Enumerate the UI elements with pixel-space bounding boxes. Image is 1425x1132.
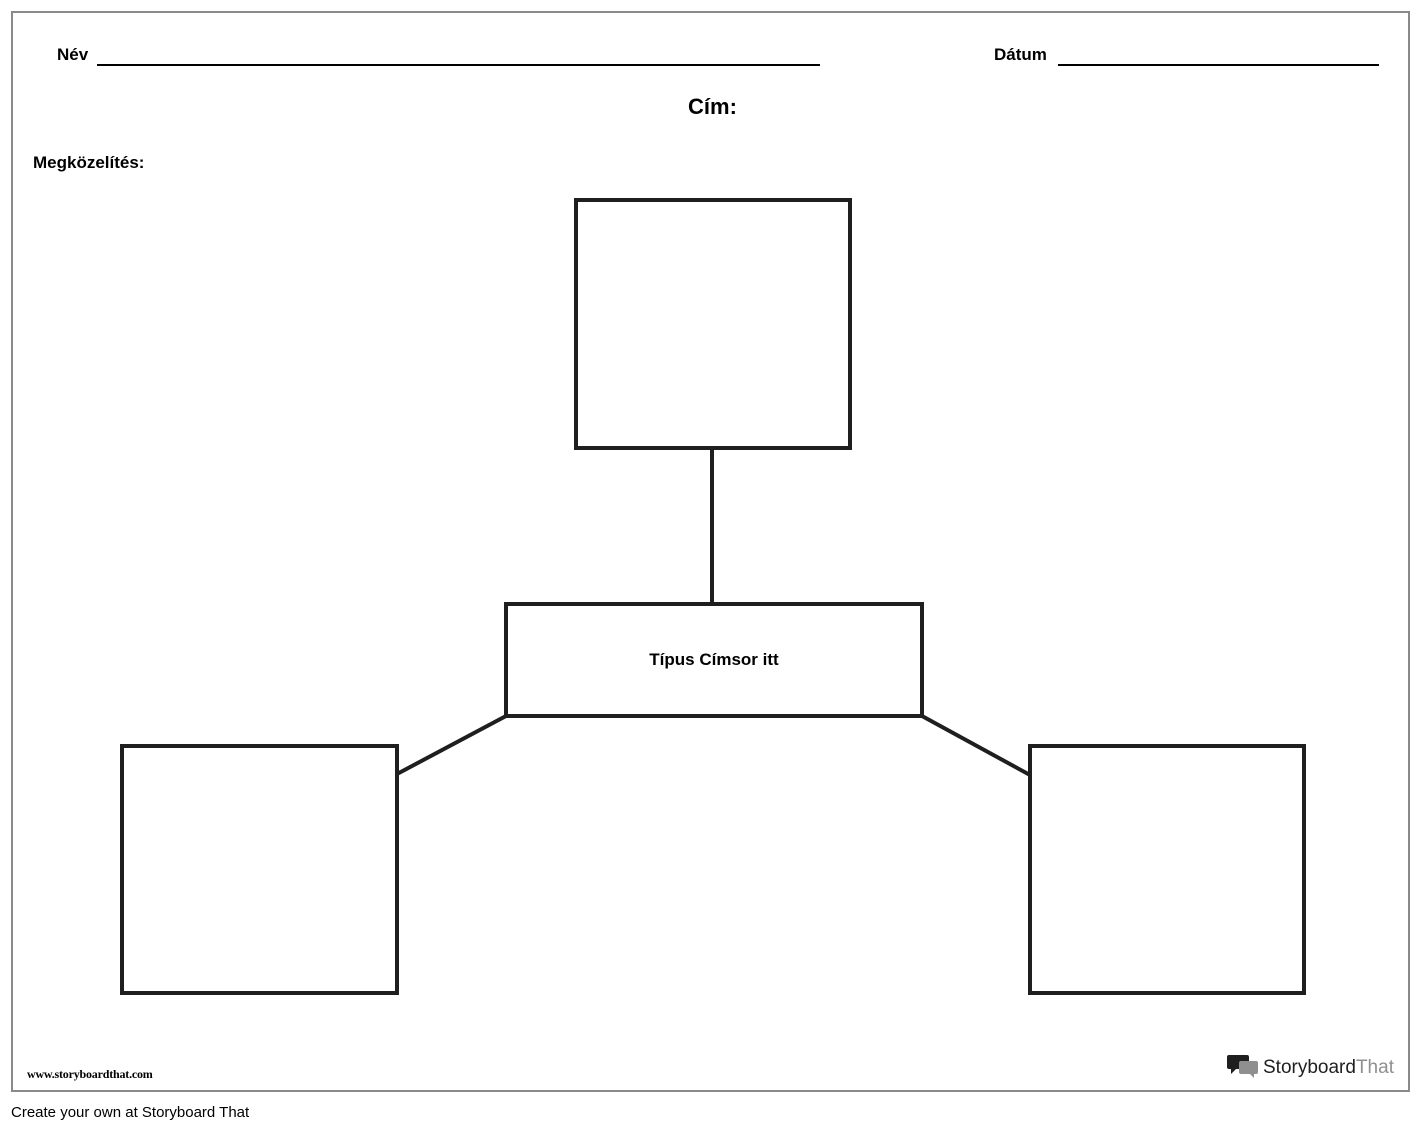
date-field-line — [1058, 64, 1379, 66]
connector-left — [396, 714, 507, 776]
create-your-own-link[interactable]: Create your own at Storyboard That — [11, 1104, 250, 1121]
left-box — [120, 744, 399, 995]
date-label: Dátum — [994, 45, 1047, 64]
center-box-text: Típus Címsor itt — [649, 650, 779, 669]
center-box — [504, 602, 924, 718]
footer-url: www.storyboardthat.com — [27, 1067, 153, 1081]
page-title: Cím: — [688, 94, 737, 119]
storyboardthat-logo: StoryboardThat — [1227, 1053, 1394, 1084]
top-box — [574, 198, 852, 450]
name-field-line — [97, 64, 820, 66]
name-label: Név — [57, 45, 89, 64]
brand-wordmark: StoryboardThat — [1263, 1057, 1394, 1078]
approach-label: Megközelítés: — [33, 153, 145, 172]
connector-right — [921, 714, 1031, 777]
speech-bubbles-icon — [1227, 1053, 1259, 1084]
right-box — [1028, 744, 1306, 995]
